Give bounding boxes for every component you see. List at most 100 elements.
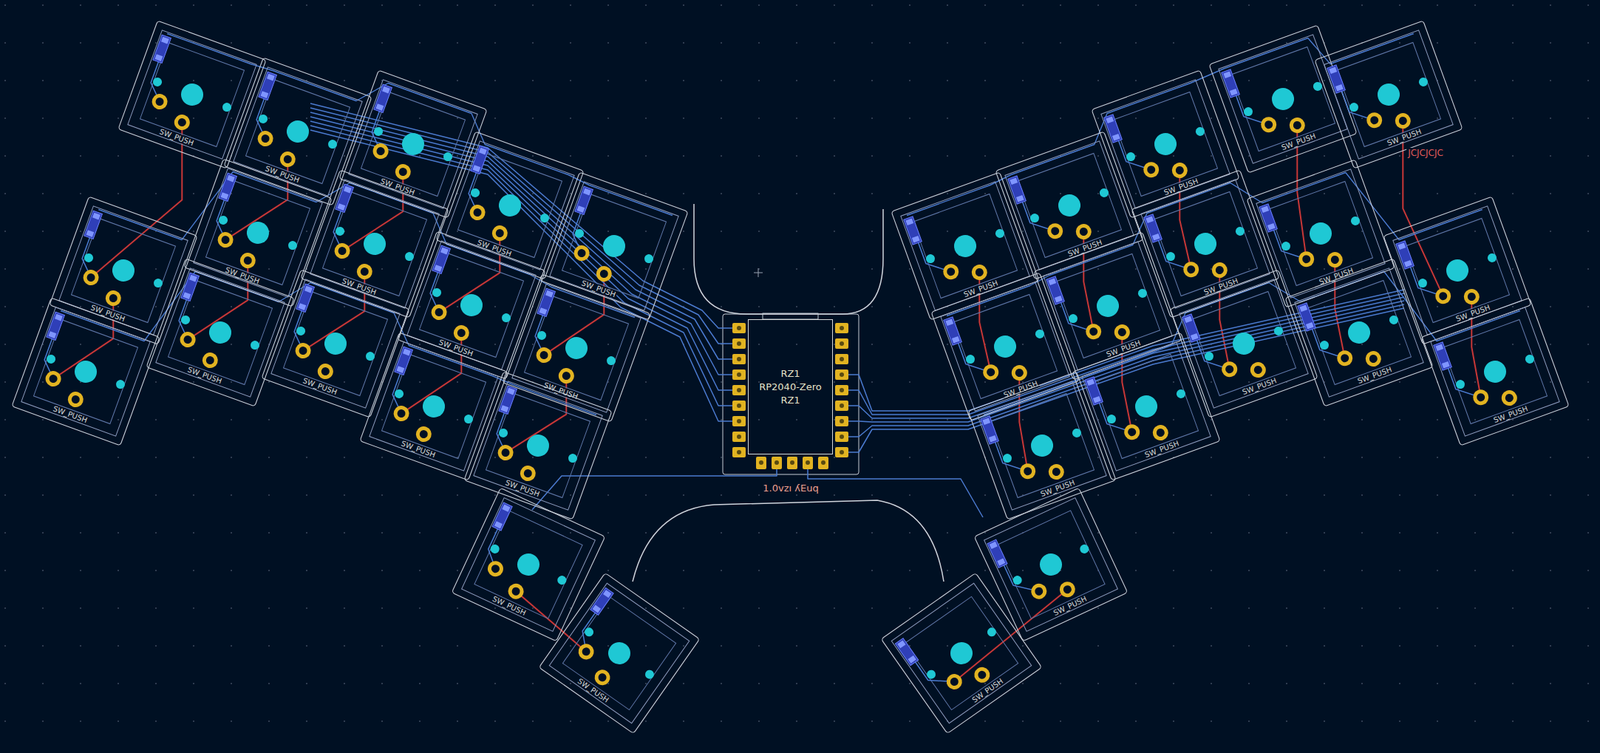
pad-hole — [839, 356, 844, 362]
keycap-outline — [1307, 280, 1412, 386]
center-hole — [603, 637, 635, 669]
diode-pad — [382, 86, 391, 94]
diode-pad — [1335, 84, 1344, 92]
pad-ring — [1019, 463, 1036, 479]
pad-ring — [152, 93, 168, 110]
keycap-outline — [1192, 291, 1297, 397]
module-pad — [835, 385, 849, 396]
pad-ring — [1260, 116, 1277, 133]
peg-hole — [294, 325, 306, 337]
pad-hole — [839, 341, 844, 346]
diode-pad — [297, 303, 306, 311]
key-switch: SW_PUSH — [1179, 279, 1309, 408]
footprint-outline — [127, 30, 257, 159]
module-pad — [835, 322, 849, 334]
key-switch: SW_PUSH — [348, 79, 478, 209]
pad-ring — [1059, 581, 1076, 598]
peg-hole — [642, 252, 655, 264]
pad-ring — [1366, 112, 1382, 128]
key-switch: SW_PUSH — [473, 381, 603, 510]
diode-pad — [336, 203, 346, 211]
peg-hole — [393, 387, 405, 400]
board-edge — [974, 487, 1128, 641]
key-switch: SW_PUSH — [1324, 30, 1453, 159]
module-pad — [732, 447, 746, 458]
diode — [987, 539, 1008, 568]
diode-pad — [1305, 322, 1314, 330]
footprint-group — [359, 332, 508, 481]
diode — [394, 346, 414, 375]
peg-hole — [217, 214, 229, 226]
pad-ring — [240, 252, 256, 269]
pad-hole — [736, 419, 742, 424]
peg-hole — [566, 452, 578, 464]
keycap-outline — [562, 194, 667, 299]
pad-hole — [839, 450, 844, 455]
diode-pad — [1112, 133, 1121, 142]
diode — [373, 84, 393, 113]
pad-ring — [1030, 583, 1047, 600]
center-hole — [178, 80, 207, 109]
footprint-outline — [1294, 268, 1424, 397]
diode-pad — [440, 247, 449, 255]
pad-ring — [257, 130, 274, 147]
diode-pad — [1267, 223, 1276, 231]
diode-pad — [304, 286, 313, 294]
board-edge — [451, 487, 605, 641]
module-pad — [787, 456, 798, 470]
peg-hole — [555, 574, 568, 587]
pad-ring — [1336, 350, 1353, 366]
peg-hole — [1124, 150, 1136, 162]
pad-ring — [492, 225, 508, 241]
peg-hole — [220, 101, 233, 113]
pad-ring — [202, 352, 219, 369]
pad-ring — [536, 347, 553, 363]
diode — [1182, 314, 1201, 343]
trace — [915, 650, 955, 694]
footprint-outline — [193, 168, 323, 298]
pad-hole — [839, 325, 844, 331]
pad-ring — [1114, 324, 1130, 340]
pad-ring — [1221, 361, 1238, 377]
board-edge — [540, 172, 689, 320]
keycap-outline — [1094, 354, 1199, 459]
diode — [1327, 65, 1346, 94]
pad-ring — [356, 263, 373, 280]
pad-ring — [1435, 288, 1451, 304]
diode-pad — [988, 435, 997, 443]
footprint-group — [538, 572, 700, 734]
key-switch: SW_PUSH — [21, 307, 151, 437]
peg-hole — [1194, 125, 1206, 137]
diode-pad — [48, 331, 57, 339]
footprint-outline — [1324, 30, 1453, 159]
diode-pad — [1328, 66, 1337, 74]
peg-hole — [1311, 80, 1323, 92]
peg-hole — [1175, 387, 1187, 400]
diode-pad — [1047, 277, 1057, 286]
pad-ring — [1472, 389, 1489, 405]
diode — [1396, 240, 1415, 270]
module-pad — [835, 400, 849, 411]
module-pad — [771, 456, 782, 470]
footprint-outline — [984, 498, 1119, 632]
keycap-outline — [168, 280, 273, 386]
footprint-outline — [1179, 279, 1309, 408]
peg-hole — [257, 113, 269, 125]
diode-pad — [1105, 116, 1114, 124]
pad-ring — [1076, 223, 1092, 240]
keycap-outline — [33, 320, 139, 425]
pad-ring — [1298, 251, 1314, 267]
keycap-outline — [458, 153, 563, 258]
module-pad — [835, 338, 849, 349]
footprint-group — [1285, 258, 1433, 407]
pad-ring — [373, 143, 389, 159]
center-hole — [1229, 329, 1258, 358]
key-switch: SW_PUSH — [193, 168, 323, 298]
board-edge — [632, 500, 944, 582]
origin-cross — [753, 268, 763, 278]
peg-hole — [372, 125, 384, 137]
trace — [532, 462, 777, 510]
peg-hole — [489, 543, 502, 556]
footprint-group — [1091, 70, 1240, 219]
